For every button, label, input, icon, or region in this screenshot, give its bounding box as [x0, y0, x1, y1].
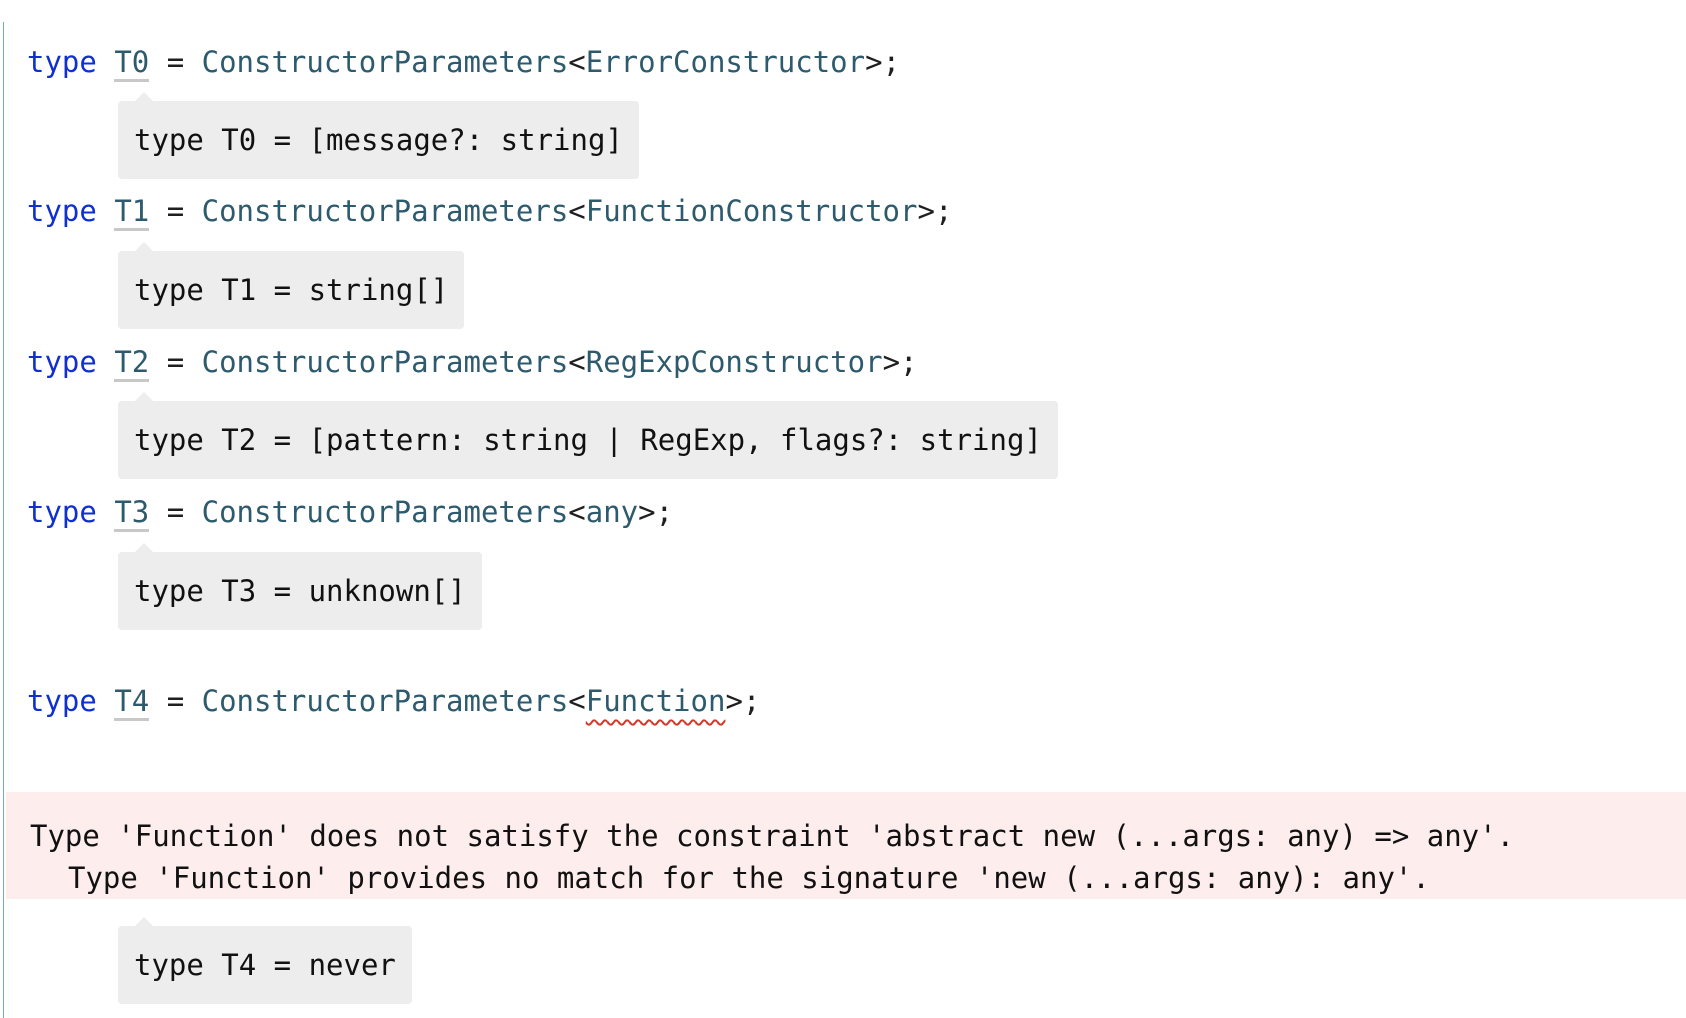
line-end: >; — [638, 495, 674, 529]
angle-open: < — [568, 345, 586, 379]
code-line-t1[interactable]: type T1 = ConstructorParameters<Function… — [27, 191, 952, 231]
code-line-t2[interactable]: type T2 = ConstructorParameters<RegExpCo… — [27, 342, 917, 382]
line-end: >; — [725, 684, 761, 718]
generic-type[interactable]: ConstructorParameters — [201, 495, 569, 529]
equals-sign: = — [149, 684, 202, 718]
generic-type[interactable]: ConstructorParameters — [201, 684, 569, 718]
hover-tooltip-t3: type T3 = unknown[] — [118, 543, 482, 630]
angle-open: < — [568, 45, 586, 79]
code-line-t4[interactable]: type T4 = ConstructorParameters<Function… — [27, 681, 760, 721]
hover-tooltip-t2: type T2 = [pattern: string | RegExp, fla… — [118, 392, 1058, 479]
line-end: >; — [917, 194, 953, 228]
error-message-line-1: Type 'Function' does not satisfy the con… — [30, 819, 1515, 853]
equals-sign: = — [149, 194, 202, 228]
type-name-t0[interactable]: T0 — [114, 42, 149, 82]
hover-tooltip-t1: type T1 = string[] — [118, 242, 465, 329]
error-message-line-2: Type 'Function' provides no match for th… — [68, 861, 1430, 895]
editor-gutter-border — [3, 22, 4, 1018]
type-argument[interactable]: FunctionConstructor — [585, 194, 918, 228]
type-argument-error[interactable]: Function — [585, 684, 726, 718]
type-name-t2[interactable]: T2 — [114, 342, 149, 382]
keyword-type: type — [27, 345, 97, 379]
keyword-type: type — [27, 684, 97, 718]
angle-open: < — [568, 684, 586, 718]
equals-sign: = — [149, 495, 202, 529]
type-name-t4[interactable]: T4 — [114, 681, 149, 721]
generic-type[interactable]: ConstructorParameters — [201, 345, 569, 379]
hover-tooltip-t0: type T0 = [message?: string] — [118, 92, 639, 179]
error-diagnostic: Type 'Function' does not satisfy the con… — [6, 792, 1686, 899]
equals-sign: = — [149, 45, 202, 79]
generic-type[interactable]: ConstructorParameters — [201, 194, 569, 228]
equals-sign: = — [149, 345, 202, 379]
generic-type[interactable]: ConstructorParameters — [201, 45, 569, 79]
type-argument[interactable]: any — [585, 495, 639, 529]
code-line-t3[interactable]: type T3 = ConstructorParameters<any>; — [27, 492, 673, 532]
type-name-t1[interactable]: T1 — [114, 191, 149, 231]
type-argument[interactable]: RegExpConstructor — [585, 345, 883, 379]
line-end: >; — [882, 345, 918, 379]
keyword-type: type — [27, 45, 97, 79]
angle-open: < — [568, 495, 586, 529]
keyword-type: type — [27, 495, 97, 529]
type-name-t3[interactable]: T3 — [114, 492, 149, 532]
type-argument[interactable]: ErrorConstructor — [585, 45, 866, 79]
code-line-t0[interactable]: type T0 = ConstructorParameters<ErrorCon… — [27, 42, 900, 82]
line-end: >; — [865, 45, 901, 79]
hover-tooltip-t4: type T4 = never — [118, 917, 412, 1004]
keyword-type: type — [27, 194, 97, 228]
angle-open: < — [568, 194, 586, 228]
